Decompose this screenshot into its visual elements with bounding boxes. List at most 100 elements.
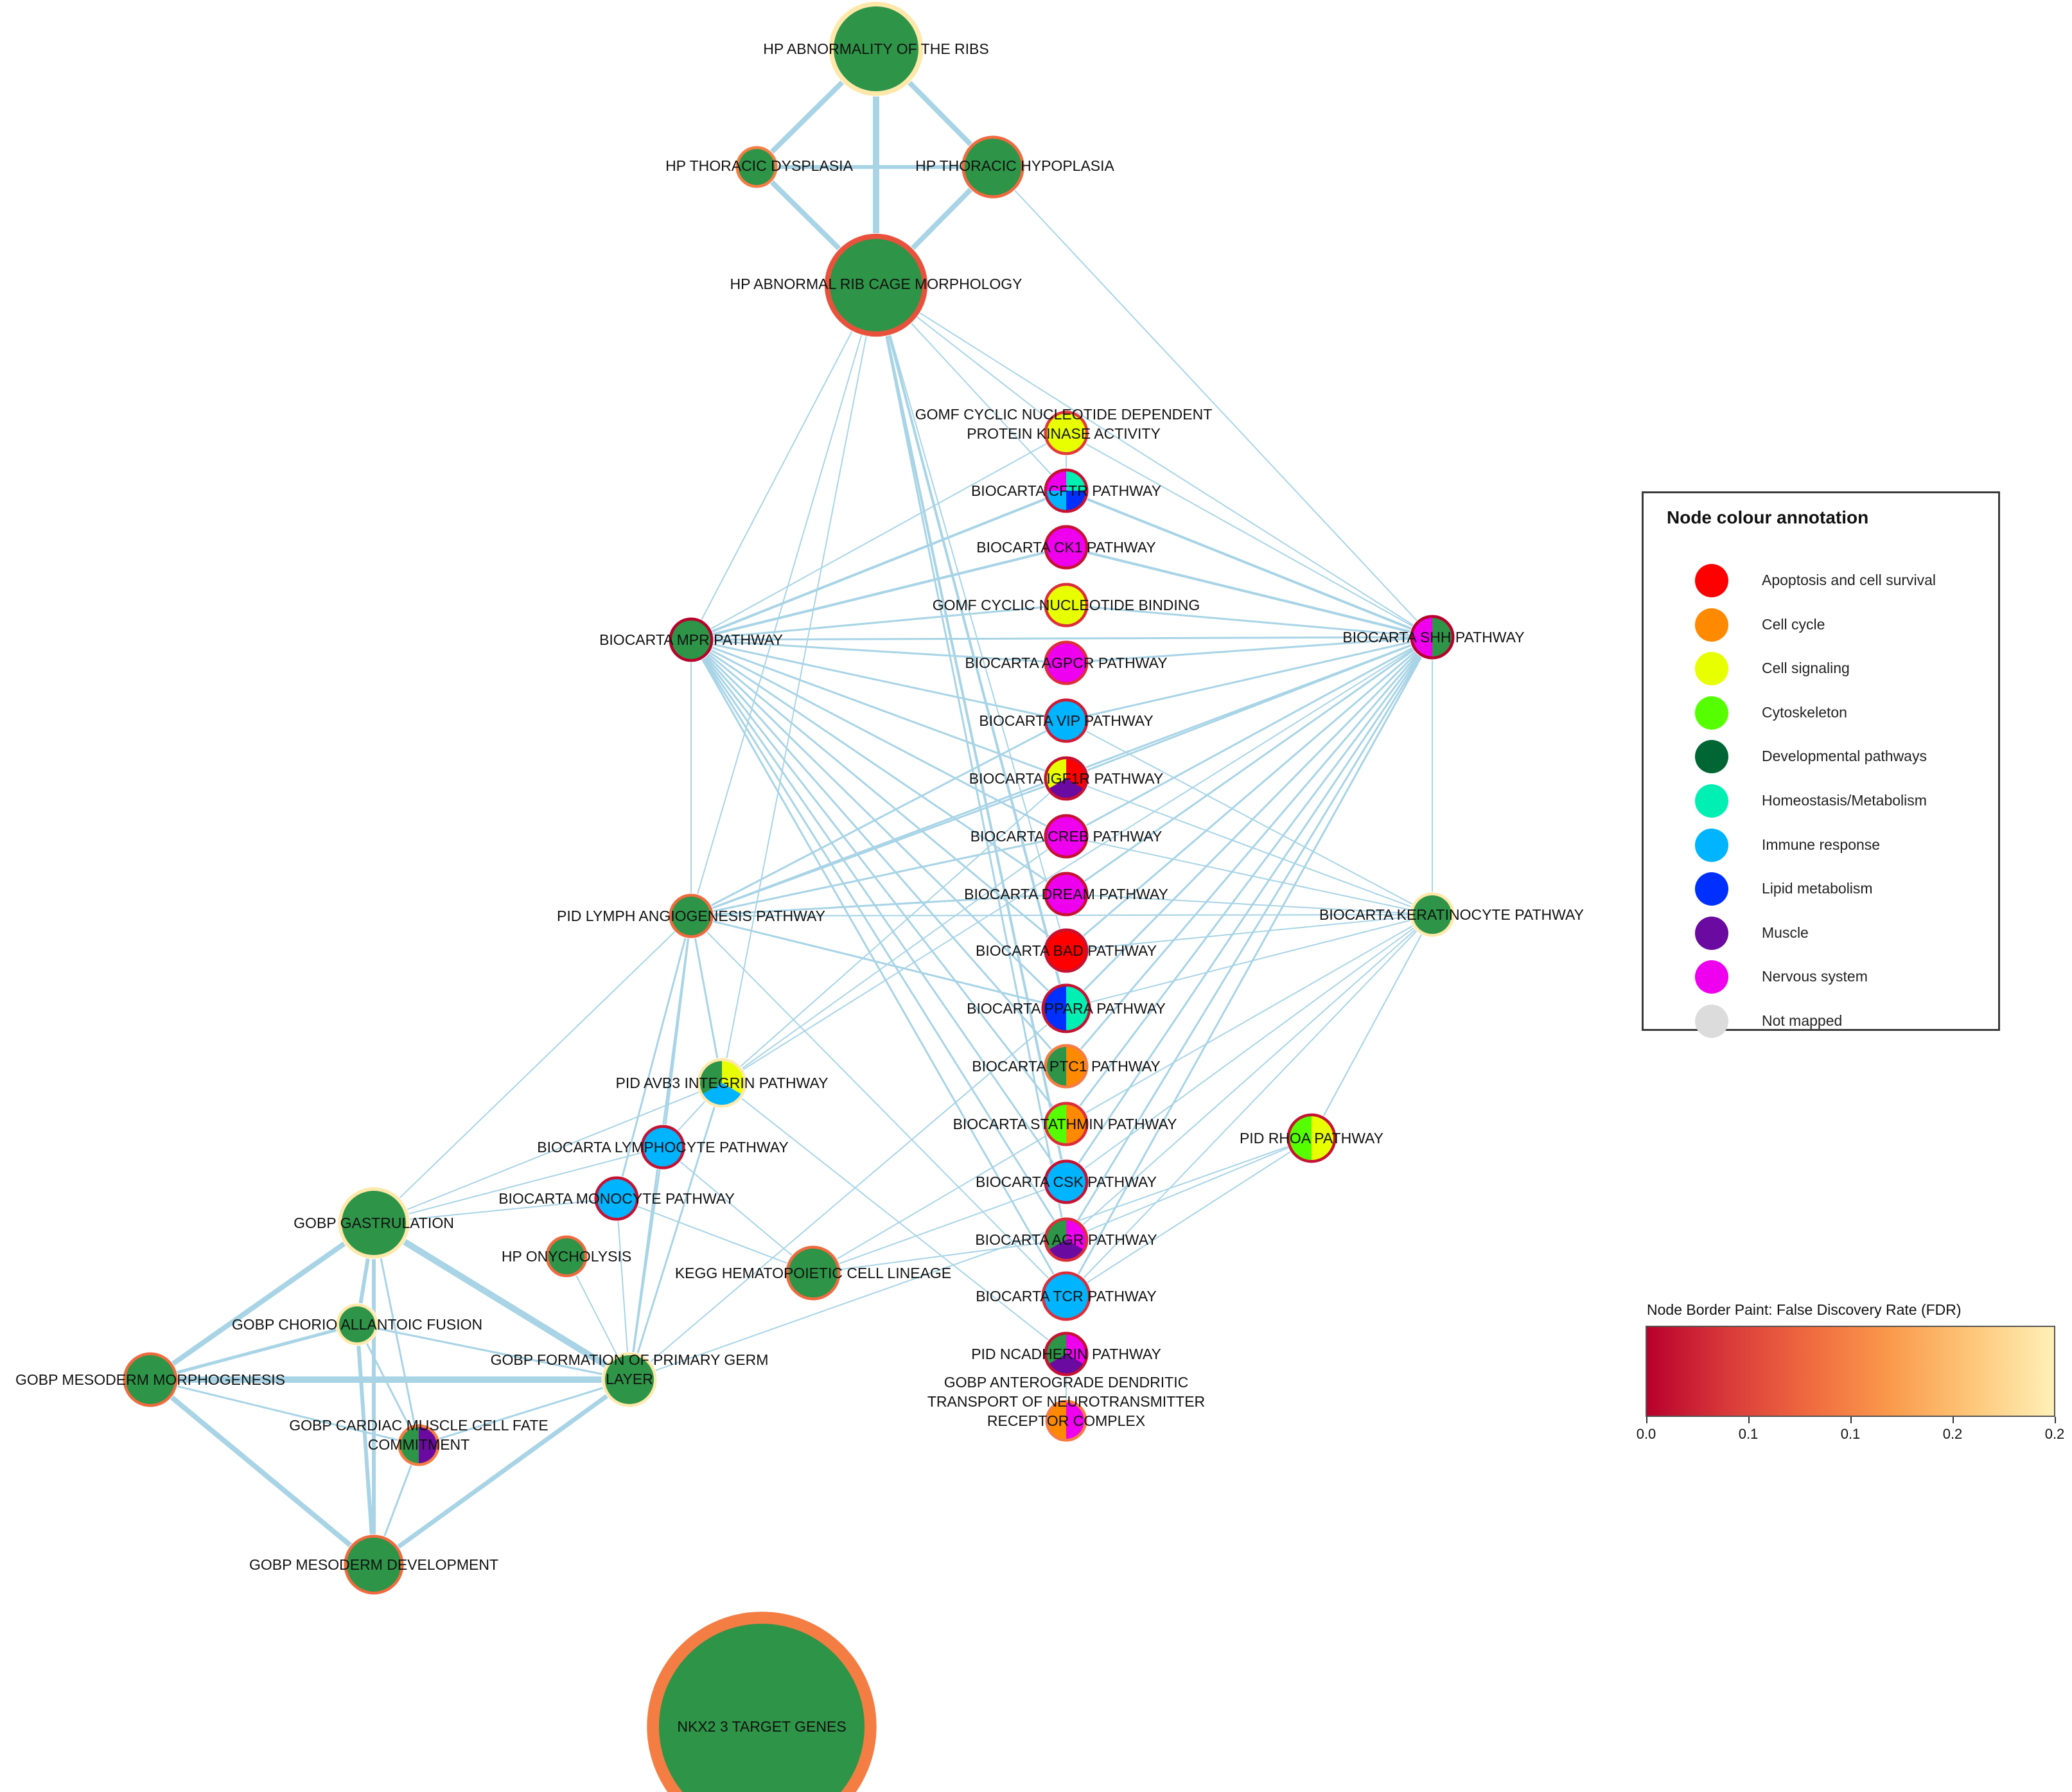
node-fill bbox=[672, 620, 710, 659]
node-label: PID RHOA PATHWAY bbox=[1240, 1130, 1383, 1146]
node-label: BIOCARTA DREAM PATHWAY bbox=[964, 886, 1168, 902]
legend-label: Developmental pathways bbox=[1762, 748, 1927, 765]
node-label: BIOCARTA PPARA PATHWAY bbox=[967, 1000, 1166, 1017]
node-cftr[interactable]: BIOCARTA CFTR PATHWAY bbox=[971, 468, 1161, 514]
node-stath[interactable]: BIOCARTA STATHMIN PATHWAY bbox=[953, 1101, 1177, 1147]
edge-lymph-mono bbox=[615, 915, 692, 1200]
fdr-tick bbox=[1748, 1417, 1750, 1423]
fdr-tick-label: 0.2 bbox=[2044, 1426, 2065, 1442]
fdr-tick-label: 0.1 bbox=[1840, 1426, 1861, 1442]
legend-label: Homeostasis/Metabolism bbox=[1762, 792, 1927, 809]
node-fill bbox=[1047, 817, 1085, 856]
node-label: RECEPTOR COMPLEX bbox=[987, 1412, 1145, 1429]
node-dream[interactable]: BIOCARTA DREAM PATHWAY bbox=[964, 871, 1168, 917]
node-avb3[interactable]: PID AVB3 INTEGRIN PATHWAY bbox=[616, 1057, 829, 1109]
node-pie-slice bbox=[401, 1427, 419, 1463]
node-ppara[interactable]: BIOCARTA PPARA PATHWAY bbox=[967, 983, 1166, 1034]
edge-shh-stath bbox=[1065, 636, 1434, 1125]
edge-shh-gomfdep bbox=[1066, 432, 1433, 638]
node-cage[interactable]: HP ABNORMAL RIB CAGE MORPHOLOGY bbox=[730, 233, 1023, 338]
node-vip[interactable]: BIOCARTA VIP PATHWAY bbox=[979, 698, 1154, 744]
node-pie-slice bbox=[1066, 987, 1088, 1030]
node-creb[interactable]: BIOCARTA CREB PATHWAY bbox=[970, 813, 1163, 859]
fdr-tick-label: 0.0 bbox=[1636, 1426, 1656, 1442]
node-gomfdep[interactable]: GOMF CYCLIC NUCLEOTIDE DEPENDENTPROTEIN … bbox=[915, 406, 1213, 456]
edge-kegg-csk bbox=[812, 1181, 1067, 1274]
node-dysp[interactable]: HP THORACIC DYSPLASIA bbox=[665, 145, 854, 189]
node-tcr[interactable]: BIOCARTA TCR PATHWAY bbox=[976, 1270, 1157, 1322]
node-ptc1[interactable]: BIOCARTA PTC1 PATHWAY bbox=[972, 1043, 1161, 1089]
node-label: KEGG HEMATOPOIETIC CELL LINEAGE bbox=[675, 1265, 951, 1281]
node-pie-slice bbox=[1044, 987, 1066, 1030]
node-agr[interactable]: BIOCARTA AGR PATHWAY bbox=[975, 1217, 1157, 1263]
node-fill bbox=[1047, 875, 1085, 913]
node-fill bbox=[605, 1355, 654, 1404]
edge-mpr-tcr bbox=[690, 638, 1067, 1297]
node-agpcr[interactable]: BIOCARTA AGPCR PATHWAY bbox=[965, 640, 1168, 686]
edge-germ-rhoa bbox=[629, 1138, 1312, 1380]
edge-lymph-vip bbox=[690, 719, 1067, 917]
node-mono[interactable]: BIOCARTA MONOCYTE PATHWAY bbox=[498, 1175, 735, 1222]
node-gastr[interactable]: GOBP GASTRULATION bbox=[294, 1186, 454, 1260]
edge-mesmorph-cardiac bbox=[149, 1378, 420, 1446]
node-pie-slice bbox=[1432, 618, 1452, 656]
node-fill bbox=[644, 1128, 682, 1166]
node-colour-legend: Node colour annotation Apoptosis and cel… bbox=[1642, 491, 2000, 1038]
node-label: BIOCARTA AGPCR PATHWAY bbox=[965, 654, 1167, 671]
edge-kegg-agr bbox=[812, 1239, 1067, 1274]
legend-swatch bbox=[1695, 872, 1728, 906]
node-mesmorph[interactable]: GOBP MESODERM MORPHOGENESIS bbox=[15, 1351, 285, 1408]
edge-kerat-creb bbox=[1066, 836, 1433, 915]
node-hypo[interactable]: HP THORACIC HYPOPLASIA bbox=[915, 135, 1115, 199]
node-mesdev[interactable]: GOBP MESODERM DEVELOPMENT bbox=[249, 1534, 498, 1595]
edge-mpr-ppara bbox=[690, 638, 1067, 1010]
legend-swatch bbox=[1695, 1005, 1728, 1038]
legend-item: Apoptosis and cell survival bbox=[1644, 558, 1998, 599]
node-ncadh[interactable]: PID NCADHERIN PATHWAY bbox=[971, 1331, 1161, 1377]
node-csk[interactable]: BIOCARTA CSK PATHWAY bbox=[976, 1159, 1157, 1205]
edge-kerat-bad bbox=[1066, 914, 1433, 951]
edge-avb3-creb bbox=[721, 836, 1067, 1084]
fdr-tick bbox=[2055, 1417, 2056, 1423]
node-kerat[interactable]: BIOCARTA KERATINOCYTE PATHWAY bbox=[1319, 892, 1584, 938]
legend-swatch bbox=[1695, 608, 1728, 642]
node-label: BIOCARTA AGR PATHWAY bbox=[975, 1231, 1157, 1248]
fdr-tick-label: 0.1 bbox=[1738, 1426, 1759, 1442]
legend-item: Cytoskeleton bbox=[1644, 690, 1998, 731]
edge-shh-dream bbox=[1065, 636, 1434, 895]
edge-mpr-gomfdep bbox=[690, 432, 1067, 640]
node-ribs[interactable]: HP ABNORMALITY OF THE RIBS bbox=[763, 1, 989, 97]
node-shh[interactable]: BIOCARTA SHH PATHWAY bbox=[1342, 614, 1525, 660]
node-fill bbox=[549, 1238, 584, 1274]
edge-kerat-dream bbox=[1066, 893, 1433, 915]
edge-shh-creb bbox=[1065, 636, 1434, 838]
node-chorio[interactable]: GOBP CHORIO ALLANTOIC FUSION bbox=[232, 1303, 482, 1346]
node-nkx[interactable]: NKX2 3 TARGET GENES bbox=[646, 1611, 877, 1792]
node-bad[interactable]: BIOCARTA BAD PATHWAY bbox=[976, 927, 1157, 974]
edge-lymph-gastr bbox=[373, 915, 692, 1224]
node-fill bbox=[1047, 701, 1085, 740]
edge-shh-ck1 bbox=[1065, 546, 1434, 638]
node-label: BIOCARTA PTC1 PATHWAY bbox=[972, 1058, 1161, 1075]
node-ck1[interactable]: BIOCARTA CK1 PATHWAY bbox=[976, 524, 1156, 570]
node-fill bbox=[347, 1538, 401, 1592]
node-kegg[interactable]: KEGG HEMATOPOIETIC CELL LINEAGE bbox=[675, 1245, 951, 1301]
edge-mpr-gomfbind bbox=[690, 604, 1067, 641]
node-gomfbind[interactable]: GOMF CYCLIC NUCLEOTIDE BINDING bbox=[933, 582, 1200, 628]
node-rhoa[interactable]: PID RHOA PATHWAY bbox=[1240, 1112, 1383, 1164]
legend-label: Cell signaling bbox=[1762, 660, 1850, 677]
node-igf1r[interactable]: BIOCARTA IGF1R PATHWAY bbox=[969, 755, 1163, 802]
node-pie-slice bbox=[1047, 471, 1066, 491]
node-onycho[interactable]: HP ONYCHOLYSIS bbox=[502, 1234, 631, 1278]
node-mpr[interactable]: BIOCARTA MPR PATHWAY bbox=[599, 617, 783, 663]
node-label: BIOCARTA BAD PATHWAY bbox=[976, 942, 1157, 959]
node-lymph[interactable]: PID LYMPH ANGIOGENESIS PATHWAY bbox=[557, 893, 825, 939]
edge-mesmorph-chorio bbox=[148, 1322, 359, 1382]
legend-item: Developmental pathways bbox=[1644, 733, 1998, 775]
node-lympho[interactable]: BIOCARTA LYMPHOCYTE PATHWAY bbox=[537, 1124, 789, 1170]
edge-shh-cftr bbox=[1065, 489, 1434, 638]
legend-label: Apoptosis and cell survival bbox=[1762, 572, 1936, 588]
